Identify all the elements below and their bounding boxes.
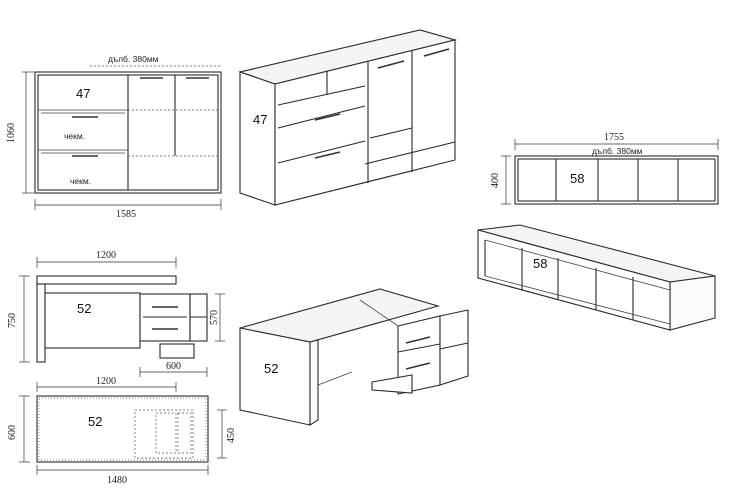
desk-top-label: 52 (88, 414, 102, 429)
desk-iso-label: 52 (264, 361, 278, 376)
shelf-depth-note: дълб. 380мм (592, 146, 643, 156)
shelf-width-dimension: 1755 (604, 132, 624, 143)
cabinet-width-dimension: 1585 (116, 209, 136, 220)
desk-front-label: 52 (77, 301, 91, 316)
drawer-1-label: чекм. (64, 131, 85, 141)
pedestal-height-dimension: 570 (209, 310, 220, 325)
cabinet-iso-view (238, 29, 458, 206)
desk-total-width-dimension: 1480 (107, 475, 127, 486)
desk-top-view (19, 382, 227, 475)
cabinet-depth-note: дълб. 380мм (108, 54, 159, 64)
pedestal-depth-dimension: 450 (226, 428, 237, 443)
pedestal-width-dimension: 600 (166, 361, 181, 372)
shelf-height-dimension: 400 (490, 173, 501, 188)
shelf-iso-label: 58 (533, 256, 547, 271)
shelf-iso-view (477, 224, 716, 331)
desk-top-width-dimension: 1200 (96, 376, 116, 387)
desk-height-dimension: 750 (7, 313, 18, 328)
shelf-front-view (501, 139, 719, 205)
desk-front-view (19, 257, 225, 377)
desk-iso-view (239, 288, 469, 426)
drawer-2-label: чекм. (70, 176, 91, 186)
cabinet-iso-label: 47 (253, 112, 267, 127)
desk-width-dimension: 1200 (96, 250, 116, 261)
cabinet-front-label: 47 (76, 86, 90, 101)
cabinet-front-view (22, 65, 222, 210)
desk-top-depth-dimension: 600 (7, 425, 18, 440)
cabinet-height-dimension: 1060 (6, 123, 17, 143)
shelf-front-label: 58 (570, 171, 584, 186)
